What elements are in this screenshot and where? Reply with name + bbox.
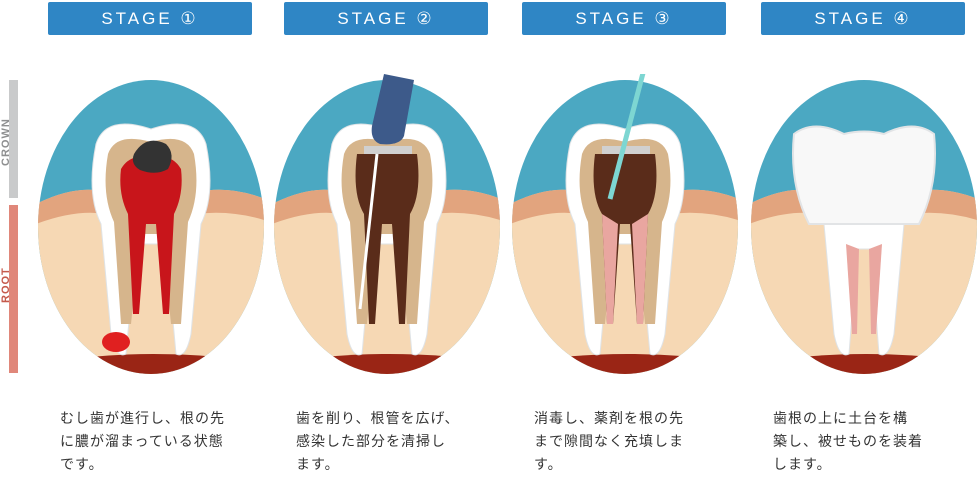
stage-1-desc-line-3: です。	[60, 457, 104, 473]
crown-bar	[9, 80, 18, 198]
stage-3-desc-line-3: す。	[534, 457, 563, 473]
stage-1-desc-line-1: むし歯が進行し、根の先	[60, 411, 225, 427]
stage-2-header: STAGE ②	[284, 2, 488, 35]
stage-3-desc-line-1: 消毒し、薬剤を根の先	[534, 411, 684, 427]
stage-2-tooth-illustration	[274, 74, 500, 374]
stage-4-desc-line-2: 築し、被せものを装着	[773, 434, 923, 450]
stage-2: STAGE ② 歯を削り、根管を広げ、 感染した部分を清掃し ます。	[272, 0, 512, 481]
stage-2-desc-line-2: 感染した部分を清掃し	[296, 434, 446, 450]
stage-3: STAGE ③ 消毒し、薬剤を根の先 まで隙間なく充填しま す。	[510, 0, 750, 481]
stage-4: STAGE ④ 歯根の上に土台を構 築し、被せものを装着 します。	[749, 0, 980, 481]
stage-4-desc-line-1: 歯根の上に土台を構	[773, 411, 908, 427]
root-bar	[9, 205, 18, 373]
stage-3-tooth-illustration	[512, 74, 738, 374]
stage-4-description: 歯根の上に土台を構 築し、被せものを装着 します。	[773, 408, 973, 477]
root-label: ROOT	[0, 267, 12, 303]
stage-4-tooth-illustration	[751, 80, 977, 374]
stage-1-tooth-illustration	[38, 80, 264, 374]
stage-3-desc-line-2: まで隙間なく充填しま	[534, 434, 684, 450]
stage-1-header: STAGE ①	[48, 2, 252, 35]
stage-2-desc-line-3: ます。	[296, 457, 340, 473]
stage-4-desc-line-3: します。	[773, 457, 832, 473]
stage-4-header: STAGE ④	[761, 2, 965, 35]
stage-3-description: 消毒し、薬剤を根の先 まで隙間なく充填しま す。	[534, 408, 734, 477]
stage-3-header: STAGE ③	[522, 2, 726, 35]
stage-1-description: むし歯が進行し、根の先 に膿が溜まっている状態 です。	[60, 408, 260, 477]
crown-label: CROWN	[0, 118, 12, 166]
stage-1: STAGE ① むし歯が進行し、根の先 に膿が溜まっている状態 です。	[36, 0, 276, 481]
stage-1-desc-line-2: に膿が溜まっている状態	[60, 434, 224, 450]
stage-2-desc-line-1: 歯を削り、根管を広げ、	[296, 411, 460, 427]
stage-2-description: 歯を削り、根管を広げ、 感染した部分を清掃し ます。	[296, 408, 496, 477]
